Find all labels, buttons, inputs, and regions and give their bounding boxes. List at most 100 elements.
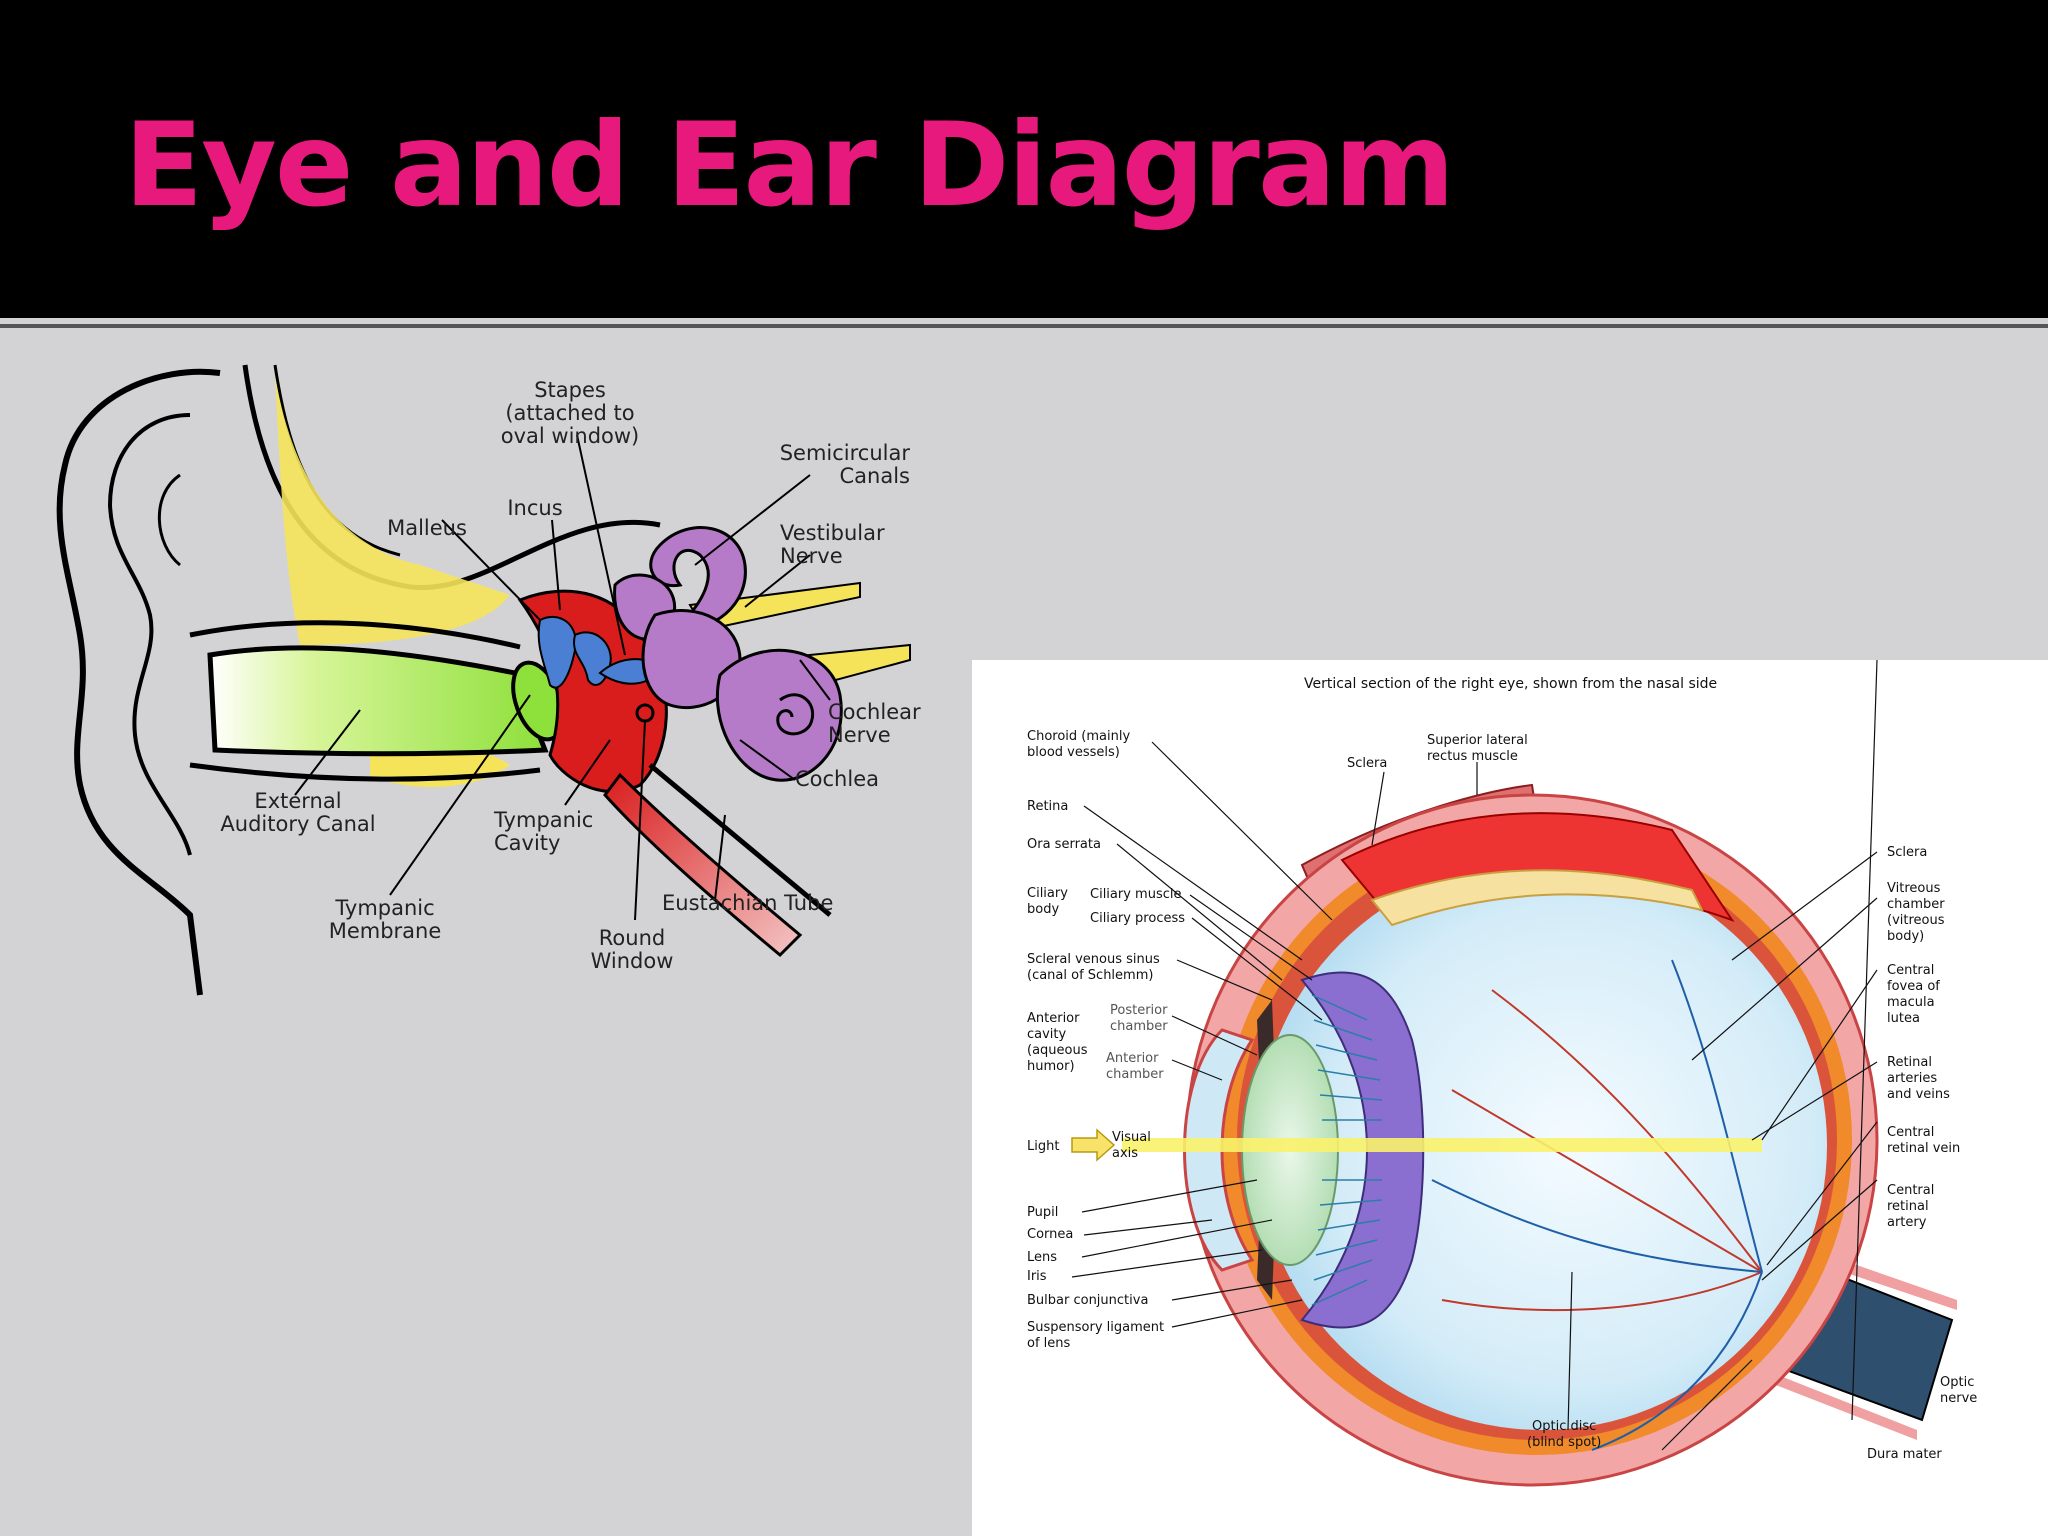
title-divider [0, 324, 2048, 328]
eye-caption: Vertical section of the right eye, shown… [1304, 676, 1717, 692]
pinna [56, 368, 221, 996]
label-ciliary-body: Ciliary [1027, 886, 1068, 901]
label-retina: Retina [1027, 799, 1068, 814]
label-anterior-cavity: humor) [1027, 1059, 1075, 1074]
label-vitreous-chamber: Vitreous [1887, 881, 1941, 896]
label-choroid: blood vessels) [1027, 745, 1120, 760]
external-auditory-canal [207, 645, 549, 757]
canal-outer-line [189, 620, 521, 650]
label-ciliary-body: body [1027, 902, 1059, 917]
label-round-window: Window [591, 949, 674, 973]
label-optic-nerve: Optic [1940, 1375, 1974, 1390]
label-suspensory-ligament: of lens [1027, 1336, 1071, 1351]
label-visual-axis: axis [1112, 1146, 1138, 1161]
label-scleral-venous-sinus: (canal of Schlemm) [1027, 968, 1153, 983]
label-optic-disc: (blind spot) [1527, 1435, 1601, 1450]
label-ciliary-process: Ciliary process [1090, 911, 1185, 926]
label-central-retinal-vein: retinal vein [1887, 1141, 1960, 1156]
label-central-retinal-artery: artery [1887, 1215, 1927, 1230]
label-sclera-right: Sclera [1887, 845, 1927, 860]
label-vestibular-nerve: Vestibular [780, 521, 885, 545]
label-posterior-chamber: chamber [1110, 1019, 1168, 1034]
label-suspensory-ligament: Suspensory ligament [1027, 1320, 1164, 1335]
label-anterior-cavity: (aqueous [1027, 1043, 1088, 1058]
visual-axis [1122, 1138, 1762, 1152]
label-retinal-vessels: and veins [1887, 1087, 1950, 1102]
label-superior-rectus: rectus muscle [1427, 749, 1518, 764]
label-tympanic-membrane: Membrane [329, 919, 442, 943]
label-stapes: Stapes [534, 378, 606, 402]
label-optic-disc: Optic disc [1532, 1419, 1596, 1434]
label-eustachian-tube: Eustachian Tube [662, 891, 833, 915]
label-semicircular-canals: Canals [840, 464, 911, 488]
pinna-fold [157, 473, 181, 567]
label-tympanic-cavity: Cavity [494, 831, 560, 855]
label-light: Light [1027, 1139, 1059, 1154]
label-central-fovea: lutea [1887, 1011, 1920, 1026]
label-central-retinal-vein: Central [1887, 1125, 1934, 1140]
label-tympanic-membrane: Tympanic [334, 896, 434, 920]
label-central-fovea: fovea of [1887, 979, 1940, 994]
canal-outer-line-2 [189, 762, 541, 782]
label-vitreous-chamber: (vitreous [1887, 913, 1945, 928]
label-central-retinal-artery: Central [1887, 1183, 1934, 1198]
label-lens: Lens [1027, 1250, 1057, 1265]
label-scleral-venous-sinus: Scleral venous sinus [1027, 952, 1160, 967]
eustachian-tube-line [648, 763, 832, 917]
ear-diagram: Stapes (attached to oval window) Semicir… [56, 364, 921, 996]
label-incus: Incus [507, 496, 562, 520]
label-vitreous-chamber: body) [1887, 929, 1924, 944]
label-sclera-top: Sclera [1347, 756, 1387, 771]
label-anterior-cavity: Anterior [1027, 1011, 1080, 1026]
label-malleus: Malleus [387, 516, 467, 540]
label-central-fovea: Central [1887, 963, 1934, 978]
label-anterior-chamber: Anterior [1106, 1051, 1159, 1066]
label-central-retinal-artery: retinal [1887, 1199, 1929, 1214]
eye-diagram-panel: Vertical section of the right eye, shown… [972, 660, 2048, 1536]
retinal-vessels [1431, 959, 1763, 1451]
light-arrow [1071, 1128, 1116, 1162]
label-vitreous-chamber: chamber [1887, 897, 1945, 912]
label-semicircular-canals: Semicircular [780, 441, 911, 465]
label-cornea: Cornea [1027, 1227, 1073, 1242]
label-central-fovea: macula [1887, 995, 1935, 1010]
label-superior-rectus: Superior lateral [1427, 733, 1528, 748]
label-pupil: Pupil [1027, 1205, 1058, 1220]
label-vestibular-nerve: Nerve [780, 544, 843, 568]
pinna-inner [107, 413, 192, 856]
malleus-shape [537, 615, 577, 689]
label-round-window: Round [599, 926, 665, 950]
label-ciliary-muscle: Ciliary muscle [1090, 887, 1181, 902]
label-dura-mater: Dura mater [1867, 1447, 1942, 1462]
ciliary-process-fibers [1311, 994, 1383, 1306]
label-stapes: (attached to [505, 401, 634, 425]
semicircular-canals-shape [649, 526, 747, 629]
choroid-cutaway [1370, 869, 1704, 927]
bone-upper [275, 375, 510, 645]
label-retinal-vessels: arteries [1887, 1071, 1937, 1086]
label-posterior-chamber: Posterior [1110, 1003, 1168, 1018]
label-visual-axis: Visual [1112, 1130, 1151, 1145]
eye-diagram: Vertical section of the right eye, shown… [1027, 660, 1977, 1487]
label-cochlea: Cochlea [795, 767, 879, 791]
label-bulbar-conjunctiva: Bulbar conjunctiva [1027, 1293, 1148, 1308]
title-bar: Eye and Ear Diagram [0, 0, 2048, 318]
label-retinal-vessels: Retinal [1887, 1055, 1932, 1070]
label-external-auditory-canal: External [254, 789, 341, 813]
slide-title: Eye and Ear Diagram [124, 98, 1455, 233]
cochlea-spiral [776, 693, 815, 736]
label-cochlear-nerve: Nerve [828, 723, 891, 747]
label-external-auditory-canal: Auditory Canal [220, 812, 375, 836]
label-optic-nerve: nerve [1940, 1391, 1977, 1406]
label-anterior-chamber: chamber [1106, 1067, 1164, 1082]
label-choroid: Choroid (mainly [1027, 729, 1130, 744]
label-ora-serrata: Ora serrata [1027, 837, 1101, 852]
eustachian-tube-shape [603, 772, 803, 958]
label-anterior-cavity: cavity [1027, 1027, 1067, 1042]
label-tympanic-cavity: Tympanic [493, 808, 593, 832]
label-stapes: oval window) [501, 424, 640, 448]
label-iris: Iris [1027, 1269, 1047, 1284]
label-cochlear-nerve: Cochlear [828, 700, 921, 724]
round-window-shape [635, 703, 655, 723]
